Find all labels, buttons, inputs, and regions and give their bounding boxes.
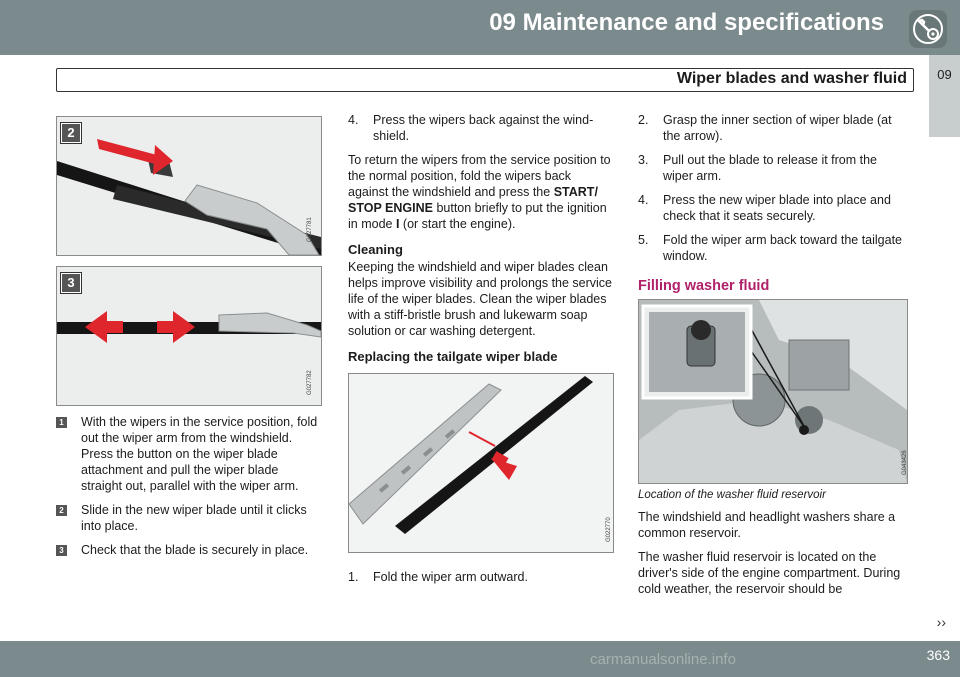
cleaning-paragraph: Keeping the windshield and wiper blades … <box>348 260 613 338</box>
tailgate-wiper-illustration <box>349 374 613 552</box>
column-1: 1 With the wipers in the service positio… <box>56 414 320 566</box>
column-2: 4. Press the wipers back against the win… <box>348 112 614 593</box>
washer-paragraph-2: The washer fluid reservoir is located on… <box>638 550 901 596</box>
tailgate-wiper-figure: G022770 <box>348 373 614 553</box>
step-text: Press the new wiper blade into place and… <box>663 193 891 223</box>
figure-code: G027782 <box>307 370 313 395</box>
washer-fluid-heading: Filling washer fluid <box>638 278 770 294</box>
step-text: Check that the blade is securely in plac… <box>81 543 309 557</box>
wiper-blade-illustration-2 <box>57 117 321 255</box>
list-item: 3. Pull out the blade to release it from… <box>638 152 910 184</box>
page-footer-bar <box>0 641 960 677</box>
figure-code: G027781 <box>307 217 313 242</box>
step-text: Slide in the new wiper blade until it cl… <box>81 503 307 533</box>
list-item: 5. Fold the wiper arm back toward the ta… <box>638 232 910 264</box>
step-number: 4. <box>348 113 359 127</box>
watermark: carmanualsonline.info <box>590 651 736 668</box>
reservoir-figure: G043426 <box>638 299 908 484</box>
text-run: To return the wipers from the service po… <box>348 153 611 199</box>
list-item: 4. Press the new wiper blade into place … <box>638 192 910 224</box>
wiper-blade-illustration-3 <box>57 267 321 405</box>
step-text: Fold the wiper arm outward. <box>373 570 528 584</box>
chapter-tab[interactable]: 09 <box>929 55 960 137</box>
step-marker: 3 <box>56 545 67 556</box>
column-3: 2. Grasp the inner section of wiper blad… <box>638 112 910 605</box>
engine-bay-illustration <box>639 300 907 483</box>
cleaning-heading: Cleaning <box>348 242 403 257</box>
step-text: Pull out the blade to release it from th… <box>663 153 878 183</box>
step-number: 3. <box>638 153 649 167</box>
step-text: Fold the wiper arm back toward the tail­… <box>663 233 903 263</box>
step-number: 5. <box>638 233 649 247</box>
chapter-title: 09 Maintenance and specifications <box>489 9 884 36</box>
chapter-header-bar <box>0 0 960 55</box>
washer-paragraph-1: The windshield and headlight washers sha… <box>638 510 896 540</box>
text-run: (or start the engine). <box>399 217 516 231</box>
figure-caption: Location of the washer fluid reservoir <box>638 489 826 501</box>
list-item: 2 Slide in the new wiper blade until it … <box>56 502 320 534</box>
step-marker: 1 <box>56 417 67 428</box>
chapter-tab-label: 09 <box>937 67 952 82</box>
figure-code: G022770 <box>606 517 612 542</box>
step-text: Press the wipers back against the wind­s… <box>373 113 594 143</box>
return-paragraph: To return the wipers from the service po… <box>348 152 614 232</box>
list-item: 3 Check that the blade is securely in pl… <box>56 542 320 558</box>
list-item: 1 With the wipers in the service positio… <box>56 414 320 494</box>
figure-code: G043426 <box>902 450 908 475</box>
list-item: 2. Grasp the inner section of wiper blad… <box>638 112 910 144</box>
text-run: button briefly to put the igni­tion in m… <box>348 201 607 231</box>
tailgate-heading: Replacing the tailgate wiper blade <box>348 349 558 364</box>
figure-badge: 3 <box>60 272 82 294</box>
list-item: 1. Fold the wiper arm outward. <box>348 569 614 585</box>
wrench-gear-icon <box>909 10 947 48</box>
figure-badge: 2 <box>60 122 82 144</box>
list-item: 4. Press the wipers back against the win… <box>348 112 614 144</box>
next-page-icon[interactable]: ›› <box>936 614 946 630</box>
wiper-blade-figure-2: 2 G027781 <box>56 116 322 256</box>
section-header: Wiper blades and washer fluid <box>56 68 914 92</box>
step-number: 2. <box>638 113 649 127</box>
step-marker: 2 <box>56 505 67 516</box>
section-title: Wiper blades and washer fluid <box>676 70 907 87</box>
button-name: START/ STOP ENGINE <box>348 185 598 215</box>
step-text: With the wipers in the service position,… <box>81 415 318 493</box>
step-number: 1. <box>348 570 359 584</box>
step-number: 4. <box>638 193 649 207</box>
page-number: 363 <box>926 647 950 663</box>
ignition-mode: I <box>395 217 400 231</box>
wiper-blade-figure-3: 3 G027782 <box>56 266 322 406</box>
step-text: Grasp the inner section of wiper blade (… <box>663 113 892 143</box>
